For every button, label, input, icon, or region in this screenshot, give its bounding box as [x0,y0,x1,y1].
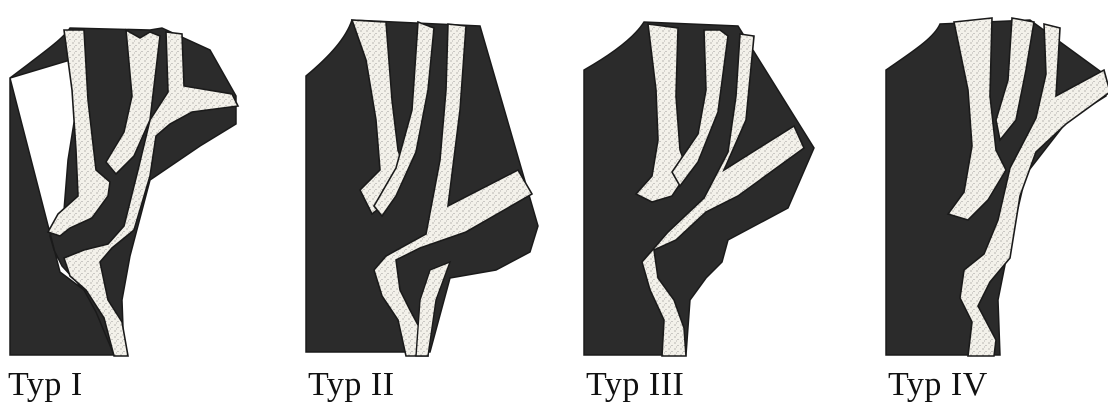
typ-4-illustration [880,0,1108,360]
panel-typ-2: Typ II [300,0,577,410]
dark-tissue-mass [584,22,814,355]
caption-typ-3: Typ III [586,366,684,404]
caption-typ-1: Typ I [8,366,83,404]
caption-typ-4: Typ IV [888,366,988,404]
panel-typ-3: Typ III [578,0,855,410]
typ-2-illustration [300,0,577,360]
dark-tissue-mass [10,28,236,355]
panel-typ-1: Typ I [0,0,277,410]
typ-3-illustration [578,0,855,360]
panel-typ-4: Typ IV [880,0,1108,410]
typ-1-illustration [0,0,277,360]
caption-typ-2: Typ II [308,366,395,404]
